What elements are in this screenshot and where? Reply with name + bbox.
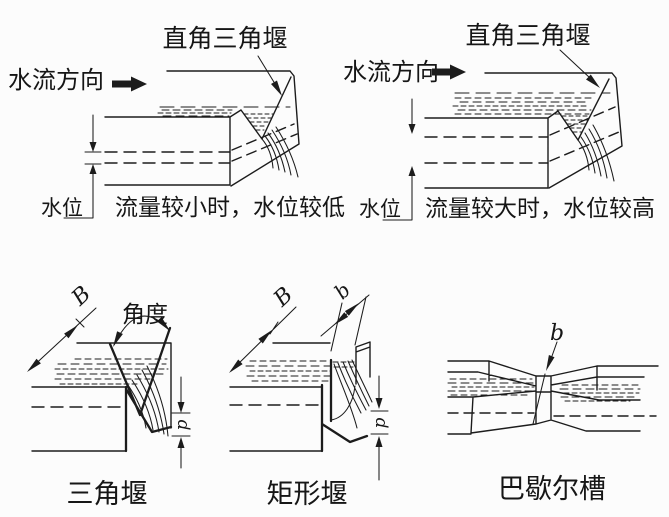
end-wall-dashed-line [549,106,620,162]
water-texture [54,358,169,385]
crest-height-label: p [172,419,192,430]
dim-arrow-down-icon [375,398,383,409]
dim-arrow-icon [229,359,243,373]
throat-width-dimension [532,341,558,425]
right-angle-v-notch-label: 直角三角堰 [465,21,590,50]
right-angle-v-notch-label: 直角三角堰 [162,24,287,53]
notch-plate [320,358,369,453]
notch-water-texture [243,113,274,131]
dim-arrow-up-icon [177,437,185,448]
flow-arrow-icon [432,64,466,80]
panel-caption: 流量较大时，水位较高 [425,196,655,222]
dimension-lines [171,376,191,469]
leader-line [559,49,591,79]
crest-height-dimension [370,375,389,481]
dim-arrow-up-icon [375,436,383,447]
flow-direction-label: 水流方向 [343,58,439,86]
width-dim-label: B [268,283,298,313]
dim-arrow-icon [344,303,359,316]
nappe-flow-lines [127,365,169,437]
dim-arrow-down-icon [177,402,185,413]
throat-width-label: b [550,321,564,346]
water-level-dashed-line [104,151,231,164]
notch-width-dimension [320,294,370,352]
channel-outline [229,341,371,452]
width-dimension [229,306,297,373]
panel-large-flow: 直角三角堰 水流方向 水位 流量较大时，水位较高 [343,21,655,222]
panel-caption: 三角堰 [67,479,148,510]
channel-outline [104,70,300,187]
nappe-flow-lines [261,126,299,178]
dim-arrow-down-icon [408,124,416,134]
water-texture [157,106,291,131]
dim-arrow-icon [258,330,272,344]
end-wall-dashed-line [231,123,298,162]
flow-arrow-icon [112,76,147,92]
panel-rectangular-weir: B b p 矩形堰 [229,278,390,510]
water-level-label: 水位 [359,197,401,221]
v-notch-plate [108,326,173,453]
dimension-lines [370,375,389,481]
dim-arrow-up-icon [89,164,97,174]
water-level-label: 水位 [41,196,83,220]
angle-dimension [113,315,170,347]
notch-width-label: b [329,278,355,304]
water-texture [447,378,641,402]
dim-arrow-up-icon [408,166,416,176]
leader-arrow-icon [271,80,282,96]
flow-direction-label: 水流方向 [8,66,104,94]
panel-caption: 矩形堰 [267,479,348,510]
dim-arrow-icon [27,358,41,372]
nappe-flow-lines [330,359,373,429]
nappe-flow-lines [577,124,615,182]
crest-height-dimension [171,376,191,469]
dimension-lines [63,114,102,219]
water-texture [452,92,611,133]
flume-outline [447,360,659,435]
width-dimension [27,307,97,372]
notch-water-texture [561,115,590,133]
water-level-dimension [382,98,416,221]
water-level-dimension [63,114,102,219]
water-level-dashed-line [447,412,657,417]
width-dim-label: B [66,282,96,312]
water-level-dashed-line [424,136,549,164]
channel-outline [424,72,623,189]
crest-height-label: p [370,417,390,428]
dim-arrow-icon [156,317,170,331]
panel-caption: 巴歇尔槽 [498,474,606,505]
leader-arrow-icon [586,74,600,88]
leader-line [532,341,558,425]
angle-label: 角度 [122,302,168,328]
channel-outline [31,342,172,452]
panel-triangular-weir: B 角度 p 三角堰 [27,282,192,510]
dimension-line [28,307,97,371]
dim-arrow-icon [334,312,349,325]
dim-arrow-icon [113,331,123,347]
water-texture [245,360,355,382]
dim-arrow-down-icon [89,142,97,152]
panel-caption: 流量较小时，水位较低 [115,195,345,221]
dim-arrow-icon [64,325,78,339]
panel-parshall-flume: b 巴歇尔槽 [447,321,659,505]
leader-arrow-icon [546,355,555,371]
panel-small-flow: 直角三角堰 水流方向 水位 流量较小时，水位较低 [8,24,345,221]
